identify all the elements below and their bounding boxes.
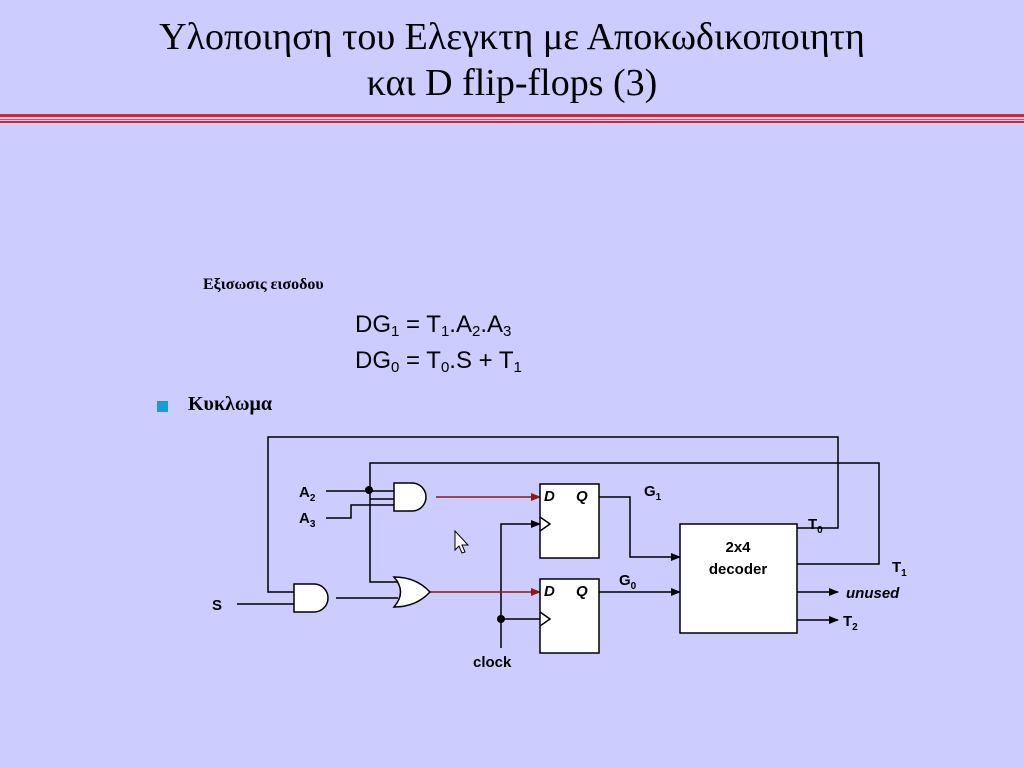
equation-dg1: DG1 = T1.A2.A3 (355, 311, 511, 340)
eq-lhs-sub: 1 (391, 323, 400, 340)
eq-lhs: DG (355, 311, 391, 338)
wire-a3 (326, 504, 394, 519)
wire-t1-feedback (369, 462, 880, 583)
and-gate-dg1 (393, 482, 427, 512)
circuit-bullet-label: Κυκλωμα (188, 393, 272, 415)
eq-lhs-sub: 0 (391, 359, 400, 376)
ff0-d-label: D (544, 583, 555, 600)
eq-equals: = (406, 311, 427, 338)
label-t0: T0 (808, 516, 823, 536)
label-clock: clock (473, 654, 512, 671)
label-t2: T2 (843, 613, 858, 633)
junction-dot (365, 486, 373, 494)
eq-term-sub: 0 (440, 359, 450, 376)
title-rule-middle (0, 119, 1024, 120)
decoder-label-line1: 2x4 (725, 539, 751, 556)
eq-equals: = (406, 347, 427, 374)
title-rule-bottom (0, 121, 1024, 123)
label-g0: G0 (619, 572, 637, 592)
eq-term-sub: 2 (471, 323, 481, 340)
eq-lhs: DG (355, 347, 391, 374)
title-line-1: Υλοποιηση του Ελεγκτη με Αποκωδικοποιητη (159, 16, 865, 58)
title-line-2: και D flip-flops (3) (366, 62, 658, 104)
decoder-2x4 (679, 523, 798, 634)
ff1-q-label: Q (576, 488, 588, 505)
wire-g1 (599, 496, 681, 561)
eq-term: T (426, 311, 441, 338)
mouse-cursor-icon (454, 529, 470, 554)
eq-term: T (426, 347, 441, 374)
input-equations-heading: Εξισωσις εισοδου (203, 276, 324, 293)
label-g1: G1 (644, 483, 662, 503)
junction-dot (497, 615, 505, 623)
eq-term: .A (480, 311, 503, 338)
and-gate-t0-s (293, 583, 329, 613)
title-rule-top (0, 114, 1024, 117)
eq-term-sub: 1 (440, 323, 450, 340)
clock-triangle-icon (539, 611, 552, 627)
clock-triangle-icon (539, 516, 552, 532)
bullet-square-icon (157, 401, 168, 412)
label-unused: unused (846, 585, 900, 602)
equation-dg0: DG0 = T0.S + T1 (355, 347, 522, 376)
label-a3: A3 (299, 510, 316, 530)
eq-term-sub: 1 (513, 359, 522, 376)
ff1-d-label: D (544, 488, 555, 505)
label-a2: A2 (299, 484, 316, 504)
label-t1: T1 (892, 559, 907, 579)
eq-term-sub: 3 (503, 323, 512, 340)
ff0-q-label: Q (576, 583, 588, 600)
eq-term: .A (449, 311, 472, 338)
wire-t0-feedback (267, 436, 839, 593)
wires (237, 436, 880, 648)
label-s: S (212, 597, 222, 614)
d-flip-flop-g1 (539, 483, 600, 559)
wire-clock (500, 520, 541, 648)
d-input-wires (430, 493, 541, 596)
eq-term: .S + T (449, 347, 514, 374)
or-gate-dg0 (392, 576, 432, 608)
d-flip-flop-g0 (539, 578, 600, 654)
decoder-label-line2: decoder (709, 561, 768, 578)
slide-title: Υλοποιηση του Ελεγκτη με Αποκωδικοποιητη… (0, 14, 1024, 106)
